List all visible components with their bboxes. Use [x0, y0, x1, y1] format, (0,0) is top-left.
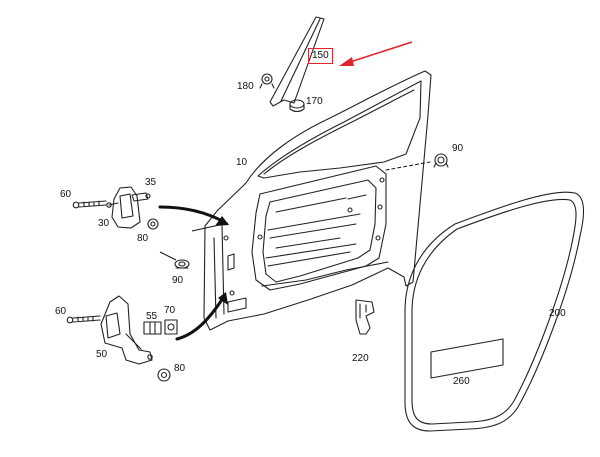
bracket-part-220 — [355, 299, 375, 335]
bolt-part-60-lower — [66, 315, 101, 324]
lower-hinge-arrow-shaft — [175, 296, 225, 341]
bolt-part-55 — [143, 321, 162, 335]
callout-90-middle: 90 — [172, 275, 184, 286]
callout-80-lower: 80 — [174, 363, 186, 374]
lower-hinge-arrow-head — [218, 292, 228, 305]
nut-part-70 — [164, 319, 178, 335]
nut-part-80-lower — [157, 368, 171, 382]
callout-200: 200 — [549, 308, 566, 319]
callout-35: 35 — [145, 177, 157, 188]
callout-55: 55 — [146, 311, 158, 322]
door-seal-part-200 — [404, 191, 585, 432]
upper-hinge-assembly — [106, 186, 141, 229]
callout-60-lower: 60 — [55, 306, 67, 317]
callout-30: 30 — [98, 218, 110, 229]
callout-150-highlighted: 150 — [308, 48, 333, 64]
bolt-part-35 — [131, 192, 151, 202]
callout-50: 50 — [96, 349, 108, 360]
callout-90-upper: 90 — [452, 143, 464, 154]
leader-line-90-to-part — [159, 251, 177, 261]
leader-lines — [159, 222, 229, 261]
callout-60-upper: 60 — [60, 189, 72, 200]
label-part-260 — [430, 338, 504, 379]
callout-70: 70 — [164, 305, 176, 316]
callout-220: 220 — [352, 353, 369, 364]
bolt-part-60-upper — [72, 200, 107, 209]
bumper-part-170 — [289, 99, 305, 113]
callout-260: 260 — [453, 376, 470, 387]
plug-part-90-middle — [174, 259, 190, 269]
callout-170: 170 — [306, 96, 323, 107]
nut-part-80-upper — [147, 218, 159, 230]
upper-hinge-arrow-head — [215, 216, 229, 226]
callout-80-upper: 80 — [137, 233, 149, 244]
window-trim-strip-part — [269, 16, 325, 107]
callout-180: 180 — [237, 81, 254, 92]
clip-part-180 — [259, 73, 275, 89]
plug-part-90-upper — [433, 153, 449, 168]
callout-10: 10 — [236, 157, 248, 168]
upper-hinge-arrow-shaft — [158, 205, 226, 224]
door-shell-part — [203, 70, 432, 331]
highlight-arrow — [339, 41, 413, 66]
lower-hinge-assembly — [100, 295, 153, 365]
